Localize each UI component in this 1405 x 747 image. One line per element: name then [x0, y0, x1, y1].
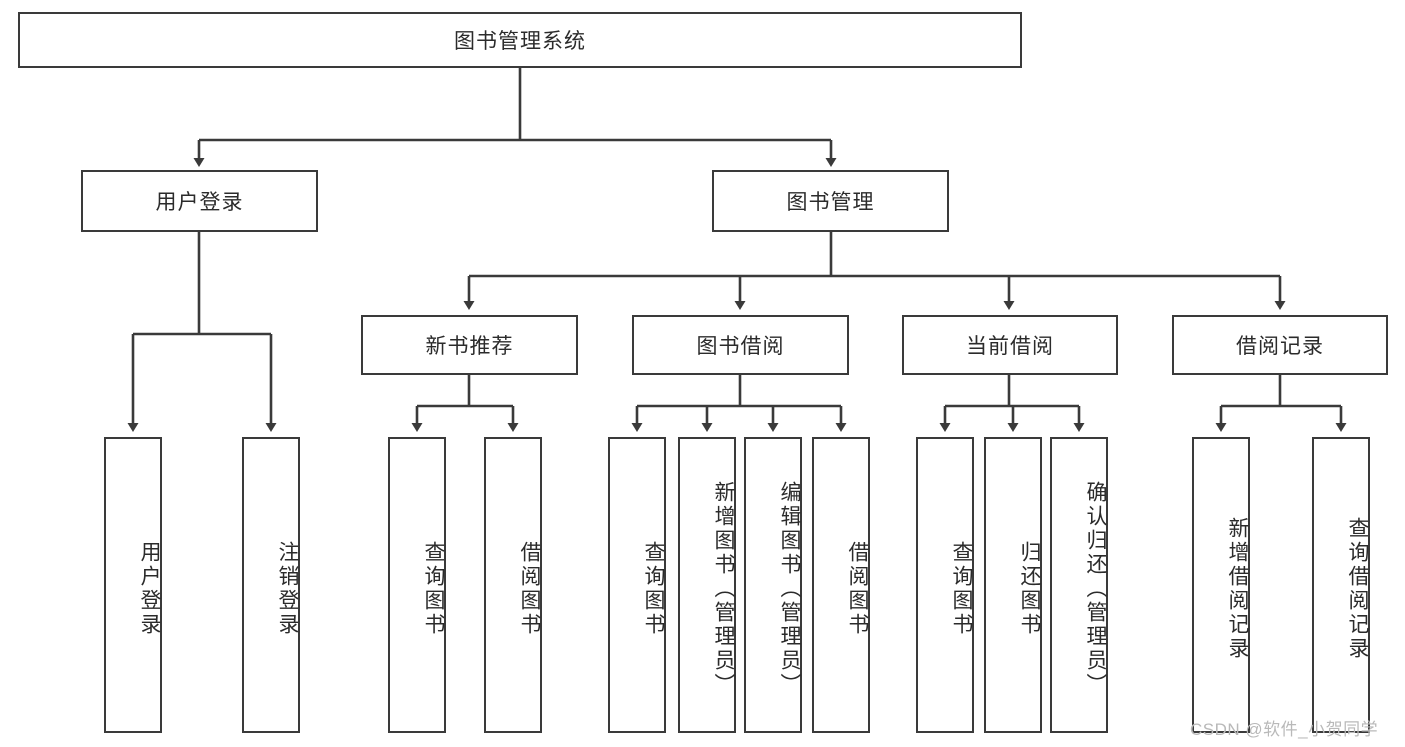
node-label: 用户登录 [155, 191, 244, 214]
node-leaf-query-book-1[interactable]: 查询图书 [388, 437, 446, 733]
node-label: 编辑图书（管理员） [778, 481, 801, 697]
node-borrow-record[interactable]: 借阅记录 [1172, 315, 1388, 375]
node-label: 图书管理 [786, 191, 875, 214]
node-label: 新增借阅记录 [1226, 517, 1249, 661]
node-book-borrow[interactable]: 图书借阅 [632, 315, 849, 375]
node-label: 借阅记录 [1236, 335, 1324, 358]
node-root[interactable]: 图书管理系统 [18, 12, 1022, 68]
node-book-manage[interactable]: 图书管理 [712, 170, 949, 232]
node-leaf-borrow-book-1[interactable]: 借阅图书 [484, 437, 542, 733]
node-leaf-borrow-book-2[interactable]: 借阅图书 [812, 437, 870, 733]
node-leaf-query-book-3[interactable]: 查询图书 [916, 437, 974, 733]
node-label: 新书推荐 [425, 335, 514, 358]
node-label: 注销登录 [276, 541, 299, 637]
node-user-login[interactable]: 用户登录 [81, 170, 318, 232]
node-label: 查询图书 [950, 541, 973, 637]
node-leaf-add-book[interactable]: 新增图书（管理员） [678, 437, 736, 733]
node-leaf-edit-book[interactable]: 编辑图书（管理员） [744, 437, 802, 733]
node-leaf-confirm-return[interactable]: 确认归还（管理员） [1050, 437, 1108, 733]
node-label: 借阅图书 [518, 541, 541, 637]
csdn-watermark: CSDN @软件_小贺同学 [1190, 720, 1379, 739]
node-label: 用户登录 [138, 541, 161, 637]
node-leaf-query-record[interactable]: 查询借阅记录 [1312, 437, 1370, 733]
node-leaf-query-book-2[interactable]: 查询图书 [608, 437, 666, 733]
node-leaf-user-login[interactable]: 用户登录 [104, 437, 162, 733]
node-label: 新增图书（管理员） [712, 481, 735, 697]
node-label: 图书借阅 [696, 335, 785, 358]
node-leaf-logout[interactable]: 注销登录 [242, 437, 300, 733]
node-current-borrow[interactable]: 当前借阅 [902, 315, 1118, 375]
node-label: 当前借阅 [966, 335, 1054, 358]
node-label: 查询借阅记录 [1346, 517, 1369, 661]
node-label: 借阅图书 [846, 541, 869, 637]
node-label: 归还图书 [1018, 541, 1041, 637]
node-leaf-return-book[interactable]: 归还图书 [984, 437, 1042, 733]
node-label: 查询图书 [422, 541, 445, 637]
node-label: 查询图书 [642, 541, 665, 637]
node-new-book-rec[interactable]: 新书推荐 [361, 315, 578, 375]
node-label: 图书管理系统 [454, 30, 586, 53]
node-label: 确认归还（管理员） [1084, 481, 1107, 697]
node-leaf-add-record[interactable]: 新增借阅记录 [1192, 437, 1250, 733]
